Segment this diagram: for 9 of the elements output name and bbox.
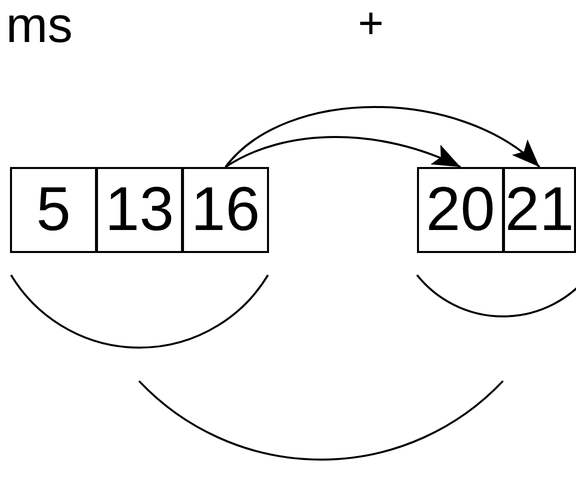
curved-arrow	[225, 136, 461, 168]
plus-sign-label: +	[358, 2, 384, 46]
curved-arrow	[224, 106, 540, 168]
array-cell: 21	[503, 167, 576, 253]
array-cell: 5	[10, 167, 97, 253]
array-cell: 16	[182, 167, 269, 253]
array-cell: 13	[96, 167, 183, 253]
title: ms	[6, 0, 73, 50]
array-cell: 20	[417, 167, 504, 253]
